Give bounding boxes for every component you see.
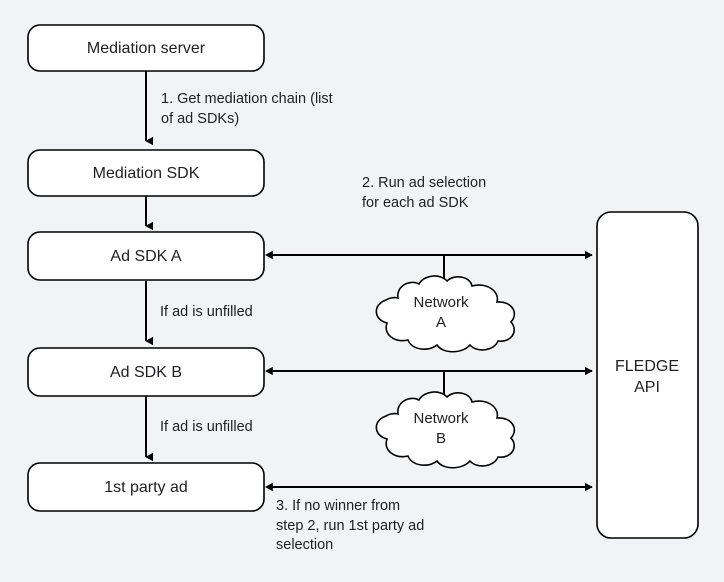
node-mediation-server-label: Mediation server [87,40,206,57]
cloud-network-a[interactable]: Network A [375,275,516,353]
edge-label-step-2: 2. Run ad selection for each ad SDK [362,175,487,211]
cloud-network-a-shape [375,275,516,353]
node-ad-sdk-b-label: Ad SDK B [110,364,182,381]
cloud-network-b-label-line1: Network [413,410,469,427]
cloud-network-a-label-line2: A [436,314,446,331]
node-ad-sdk-a[interactable] [27,231,265,281]
edge-label-unfilled-b: If ad is unfilled [160,419,253,435]
node-fledge-api[interactable] [596,211,699,539]
cloud-network-b[interactable]: Network B [375,391,516,469]
node-mediation-sdk[interactable] [27,149,265,197]
node-mediation-server[interactable] [27,24,265,72]
node-ad-sdk-a-label: Ad SDK A [110,248,181,265]
edge-label-step-1: 1. Get mediation chain (list of ad SDKs) [161,91,333,127]
node-ad-sdk-b[interactable] [27,347,265,397]
cloud-network-a-label-line1: Network [413,294,469,311]
node-mediation-sdk-label: Mediation SDK [93,165,200,182]
node-first-party-ad[interactable] [27,462,265,512]
node-first-party-ad-label: 1st party ad [104,479,188,496]
edge-label-unfilled-a: If ad is unfilled [160,304,253,320]
node-fledge-api-label-line1: FLEDGE [615,358,679,375]
cloud-network-b-shape [375,391,516,469]
node-fledge-api-label-line2: API [634,379,660,396]
cloud-network-b-label-line2: B [436,430,446,447]
edge-label-step-3: 3. If no winner from step 2, run 1st par… [276,498,425,554]
